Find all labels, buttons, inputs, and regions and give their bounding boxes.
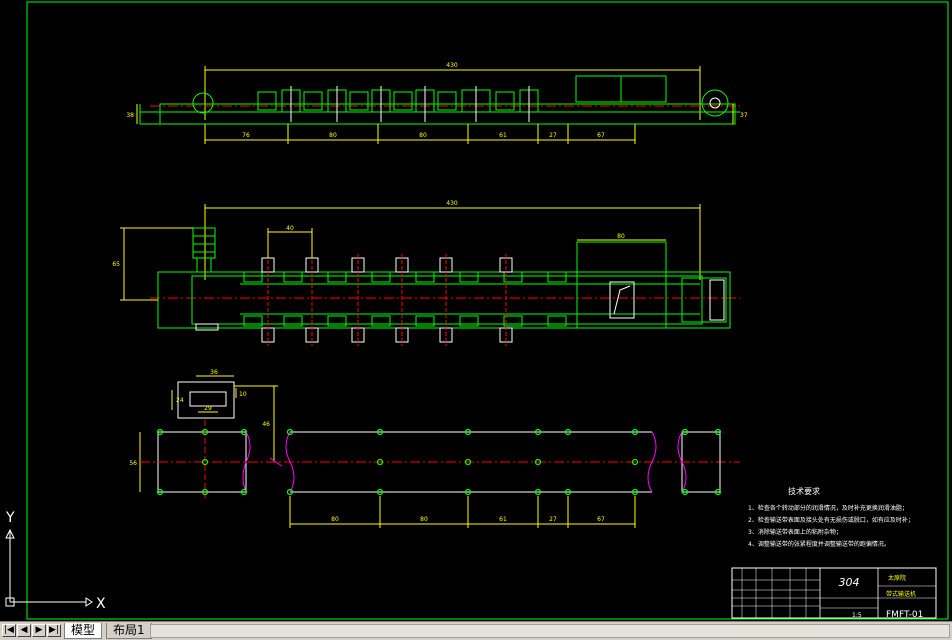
tab-model[interactable]: 模型 (64, 623, 103, 639)
dim-top-seg-6: 67 (597, 132, 605, 139)
dim-bot-w1: 36 (210, 369, 218, 376)
first-tab-button[interactable]: |◀ (2, 624, 16, 637)
tech-note-4: 4、调整输送带的张紧程度并调整输送带的跑偏情况。 (748, 540, 890, 548)
dim-top-seg-3: 80 (419, 132, 427, 139)
dim-bot-h3: 46 (262, 421, 270, 428)
ucs-x-label: X (96, 596, 106, 612)
dim-mid-height-left: 65 (112, 261, 120, 268)
cad-drawing: 430 (5, 1, 949, 620)
dim-bot-seg-5: 67 (597, 516, 605, 523)
tech-note-1: 1、检查各个转动部分的润滑情况，及时补充更换润滑油脂； (748, 504, 908, 512)
last-tab-button[interactable]: ▶| (47, 624, 61, 637)
dim-bot-seg-2: 80 (420, 516, 428, 523)
dim-top-seg-2: 80 (329, 132, 337, 139)
dim-mid-spacing: 40 (286, 225, 294, 232)
next-tab-button[interactable]: ▶ (32, 624, 46, 637)
tech-note-2: 2、检查输送带表面及接头处有无损伤或脱口，如有应及时补； (748, 516, 914, 524)
ucs-y-label: Y (5, 510, 15, 526)
dim-bot-seg-1: 80 (331, 516, 339, 523)
title-part-name: 带式输送机 (886, 590, 916, 598)
drawing-frame (26, 1, 949, 620)
title-scale: 1:5 (852, 612, 862, 619)
tech-notes: 技术要求 1、检查各个转动部分的润滑情况，及时补充更换润滑油脂； 2、检查输送带… (748, 486, 914, 548)
dim-bot-h1: 24 (176, 397, 184, 404)
plan-view: 430 (112, 200, 740, 346)
elevation-view: 430 (126, 62, 748, 144)
dim-mid-overall: 430 (446, 200, 458, 207)
tab-layout1[interactable]: 布局1 (106, 623, 152, 639)
prev-tab-button[interactable]: ◀ (17, 624, 31, 637)
dim-top-height-left: 38 (126, 112, 134, 119)
tech-notes-title: 技术要求 (788, 486, 820, 496)
dim-bot-seg-3: 61 (499, 516, 507, 523)
title-company: 太原院 (888, 574, 906, 582)
dim-bot-w2: 29 (204, 405, 212, 412)
title-drawing-no: FMFT-01 (886, 610, 923, 620)
dim-top-seg-1: 76 (242, 132, 250, 139)
belt-detail-view: 36 29 24 10 46 56 (129, 369, 740, 528)
dim-top-height-right: 37 (740, 112, 748, 119)
layout-tab-bar: |◀ ◀ ▶ ▶| 模型 布局1 (0, 621, 952, 640)
dim-bot-h2: 10 (239, 391, 247, 398)
title-material: 304 (839, 576, 860, 589)
horizontal-scrollbar[interactable] (150, 624, 950, 638)
dim-top-seg-4: 61 (499, 132, 507, 139)
dim-mid-box: 80 (617, 233, 625, 240)
dim-bot-left-h: 56 (129, 460, 137, 467)
ucs-icon: X Y (5, 510, 106, 612)
title-block: 304 太原院 带式输送机 FMFT-01 1:5 (731, 567, 937, 620)
dim-bot-seg-4: 27 (549, 516, 557, 523)
dim-top-overall: 430 (446, 62, 458, 69)
dim-top-seg-5: 27 (549, 132, 557, 139)
tech-note-3: 3、消除输送带表面上的粘附杂物； (748, 528, 842, 536)
drawing-canvas[interactable]: 430 (0, 0, 952, 621)
